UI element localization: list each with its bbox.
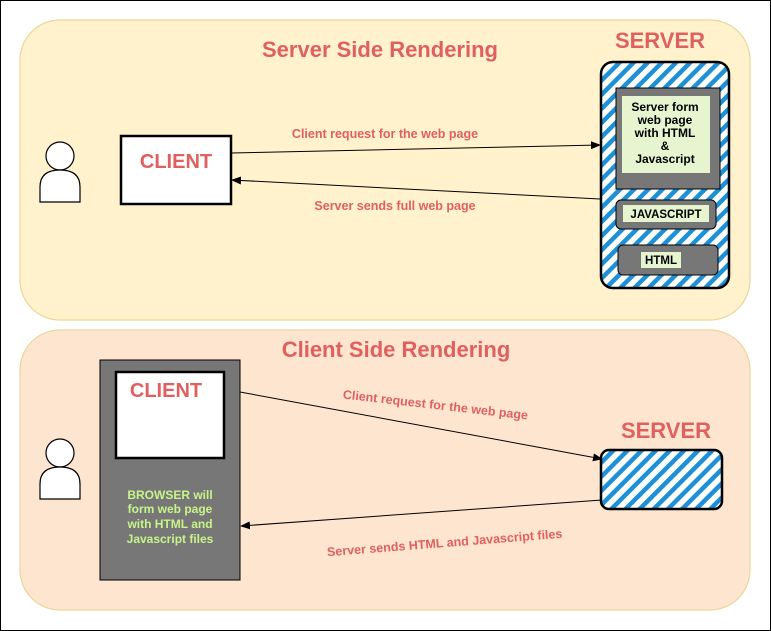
ssr-response-arrow	[231, 176, 601, 200]
ssr-person-icon	[39, 141, 81, 203]
csr-browser-line: form web page	[128, 502, 213, 516]
ssr-server-form-line: web page	[637, 113, 693, 127]
csr-browser-line: BROWSER will	[127, 488, 212, 502]
ssr-server-form-line: with HTML	[634, 126, 696, 140]
ssr-request-label: Client request for the web page	[292, 127, 478, 141]
csr-browser-line: with HTML and	[126, 517, 212, 531]
ssr-panel-background	[19, 19, 751, 321]
csr-client-label: CLIENT	[130, 380, 202, 402]
ssr-html-label: HTML	[645, 255, 677, 267]
ssr-server-form-line: &	[661, 139, 670, 153]
ssr-title: Server Side Rendering	[262, 37, 498, 62]
ssr-server-form-line: Javascript	[635, 152, 694, 166]
csr-request-arrow	[239, 391, 603, 462]
csr-server-box	[599, 448, 724, 511]
csr-title: Client Side Rendering	[282, 337, 511, 362]
csr-person-icon	[39, 438, 81, 500]
ssr-html-label-bg	[641, 252, 681, 268]
ssr-javascript-label-bg	[623, 205, 709, 222]
ssr-client-label: CLIENT	[140, 151, 212, 173]
ssr-response-label: Server sends full web page	[314, 199, 475, 213]
ssr-request-arrow	[230, 141, 601, 154]
ssr-server-label: SERVER	[615, 28, 705, 53]
ssr-server-form-box	[622, 96, 710, 173]
csr-panel: Client Side Rendering SERVER CLIENT BROW…	[19, 329, 751, 611]
ssr-panel: Server Side Rendering SERVER CLIENT Clie…	[19, 19, 751, 321]
csr-response-arrow	[240, 499, 603, 530]
ssr-server-form-line: Server form	[631, 100, 698, 114]
csr-server-label: SERVER	[621, 418, 711, 443]
csr-browser-line: Javascript files	[127, 532, 214, 546]
ssr-client-box	[119, 134, 233, 206]
ssr-javascript-label: JAVASCRIPT	[630, 209, 701, 221]
csr-client-box	[114, 370, 226, 460]
